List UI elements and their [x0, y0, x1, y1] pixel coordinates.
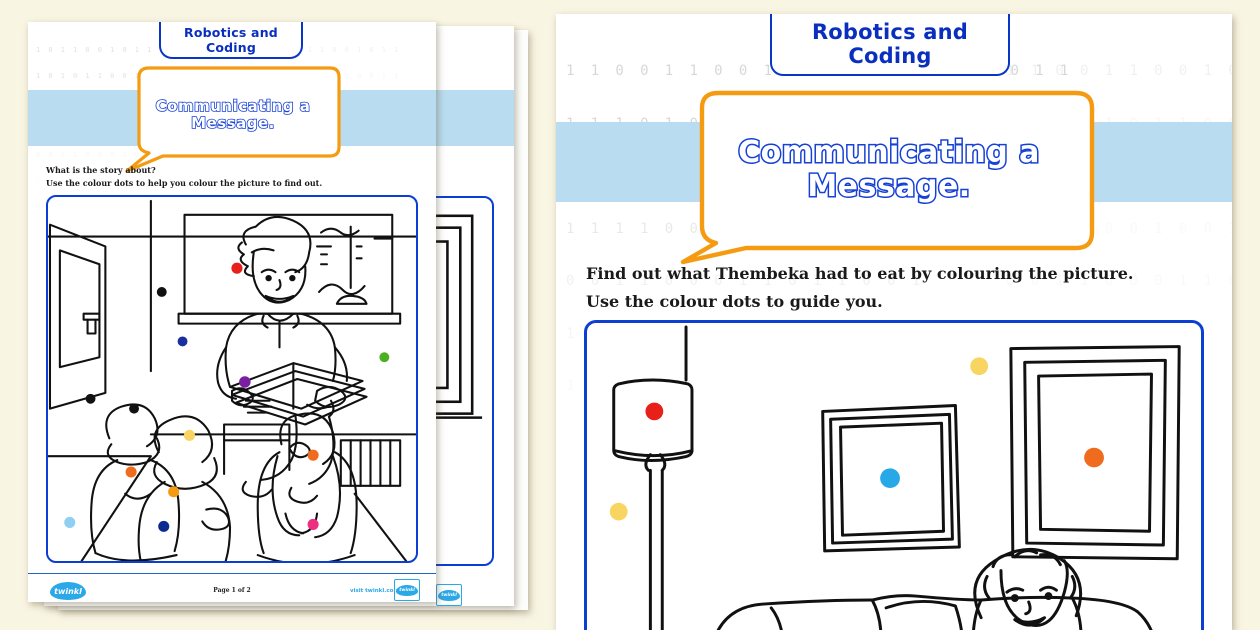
trousers-navy-dot — [158, 520, 170, 532]
instructions-left: What is the story about? Use the colour … — [46, 164, 322, 190]
topic-badge-left[interactable]: Robotics and Coding — [159, 22, 303, 59]
page-number-left: Page 1 of 2 — [213, 587, 251, 594]
wall-yellow-dot-left — [609, 502, 628, 521]
lampshade-red-dot — [645, 402, 664, 421]
colouring-picture-right[interactable] — [584, 320, 1204, 630]
worksheet-page-1[interactable]: 1 0 1 1 0 0 1 0 1 1 1 0 1 0 1 1 0 0 1 1 … — [28, 22, 436, 602]
doorframe-black-dot — [129, 403, 140, 414]
visit-text-left[interactable]: visit twinkl.co.za — [350, 588, 403, 594]
title-speech-bubble-left: Communicating a Message. — [125, 65, 341, 173]
shirt-orange-dot — [125, 466, 137, 478]
topic-badge-label: Robotics and Coding — [811, 20, 969, 68]
large-frame-orange-dot — [1084, 447, 1104, 468]
wall-black-dot — [156, 287, 167, 297]
topic-badge-label: Robotics and Coding — [184, 24, 278, 55]
instruction-line-2: Use the colour dots to guide you. — [586, 291, 883, 311]
title-speech-bubble-right: Communicating a Message. — [680, 88, 1098, 266]
colouring-picture-left[interactable] — [46, 195, 418, 563]
twinkl-logo-left[interactable]: twinkl — [50, 582, 86, 600]
instruction-line-2: Use the colour dots to help you colour t… — [46, 177, 323, 188]
floor-lightblue-dot — [64, 516, 76, 528]
hair-yellow-dot — [183, 429, 196, 441]
girl-hair-orange-dot — [307, 449, 319, 461]
hair-red-dot — [231, 262, 243, 274]
footer-divider-left — [28, 573, 436, 574]
book-bird-purple-dot — [239, 376, 251, 388]
stacked-visit-badge: twinkl — [436, 584, 462, 606]
stacked-twinkl-icon: twinkl — [438, 589, 460, 601]
instruction-line-1: What is the story about? — [46, 165, 156, 175]
binary-row: 1 0 1 1 0 0 1 0 1 1 — [283, 45, 401, 54]
floor-black-dot — [85, 393, 96, 404]
jumper-orange-dot — [168, 486, 180, 498]
twinkl-badge-icon-left: twinkl — [396, 584, 418, 596]
girl-dress-pink-dot — [307, 518, 319, 530]
topic-badge-right[interactable]: Robotics and Coding — [770, 14, 1010, 76]
worksheet-page-2[interactable]: 1 1 0 0 1 1 0 0 1 0 1 1 1 1 0 0 1 1 0 1 … — [556, 14, 1232, 630]
instructions-right: Find out what Thembeka had to eat by col… — [586, 260, 1134, 315]
visit-badge-left[interactable]: twinkl — [394, 579, 420, 601]
binary-row: 1 1 0 0 1 1 0 0 1 0 1 1 1 1 0 0 1 1 0 1 … — [1006, 63, 1232, 79]
small-frame-blue-dot — [880, 468, 900, 489]
twinkl-logo-text: twinkl — [54, 586, 82, 596]
sleeve-blue-dot — [177, 336, 188, 347]
instruction-line-1: Find out what Thembeka had to eat by col… — [586, 264, 1134, 283]
wall-green-dot — [379, 352, 390, 363]
wall-yellow-dot-top — [970, 357, 989, 376]
